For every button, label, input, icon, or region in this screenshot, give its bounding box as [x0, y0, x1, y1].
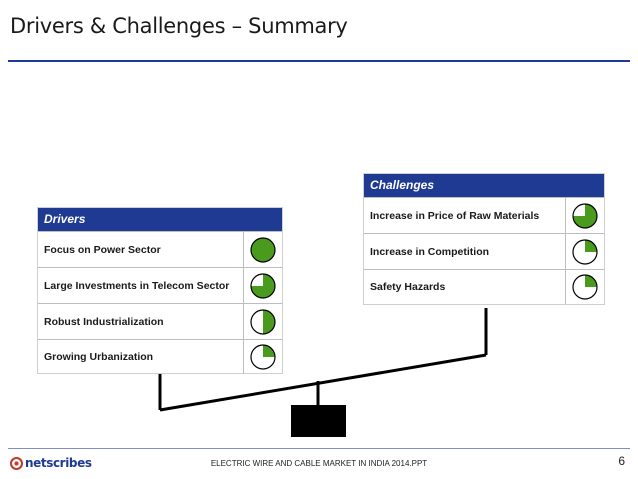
table-row: Safety Hazards [364, 269, 604, 304]
scale-beam [158, 308, 488, 412]
footer-divider [8, 448, 630, 449]
logo-mark-icon [10, 456, 23, 470]
harvey-ball-icon [244, 340, 282, 374]
footer-caption: ELECTRIC WIRE AND CABLE MARKET IN INDIA … [210, 459, 428, 468]
harvey-ball-icon [566, 270, 604, 304]
driver-label: Large Investments in Telecom Sector [38, 268, 244, 303]
challenge-label: Increase in Price of Raw Materials [364, 198, 566, 233]
table-row: Large Investments in Telecom Sector [38, 267, 282, 303]
slide-title: Drivers & Challenges – Summary [10, 14, 348, 38]
challenge-label: Safety Hazards [364, 270, 566, 304]
drivers-header: Drivers [38, 208, 282, 231]
drivers-table: Drivers Focus on Power Sector Large Inve… [37, 207, 283, 374]
harvey-ball-icon [566, 234, 604, 269]
netscribes-logo: netscribes [10, 456, 92, 470]
table-row: Focus on Power Sector [38, 231, 282, 267]
table-row: Growing Urbanization [38, 339, 282, 374]
page-number: 6 [618, 454, 625, 468]
harvey-ball-icon [244, 304, 282, 339]
challenge-label: Increase in Competition [364, 234, 566, 269]
title-divider [8, 60, 630, 62]
harvey-ball-icon [244, 268, 282, 303]
driver-label: Growing Urbanization [38, 340, 244, 374]
challenges-table: Challenges Increase in Price of Raw Mate… [363, 173, 605, 305]
table-row: Increase in Price of Raw Materials [364, 197, 604, 233]
driver-label: Robust Industrialization [38, 304, 244, 339]
logo-text: netscribes [25, 456, 92, 470]
challenges-header: Challenges [364, 174, 604, 197]
table-row: Robust Industrialization [38, 303, 282, 339]
harvey-ball-icon [244, 232, 282, 267]
table-row: Increase in Competition [364, 233, 604, 269]
driver-label: Focus on Power Sector [38, 232, 244, 267]
scale-pedestal [291, 405, 346, 437]
harvey-ball-icon [566, 198, 604, 233]
